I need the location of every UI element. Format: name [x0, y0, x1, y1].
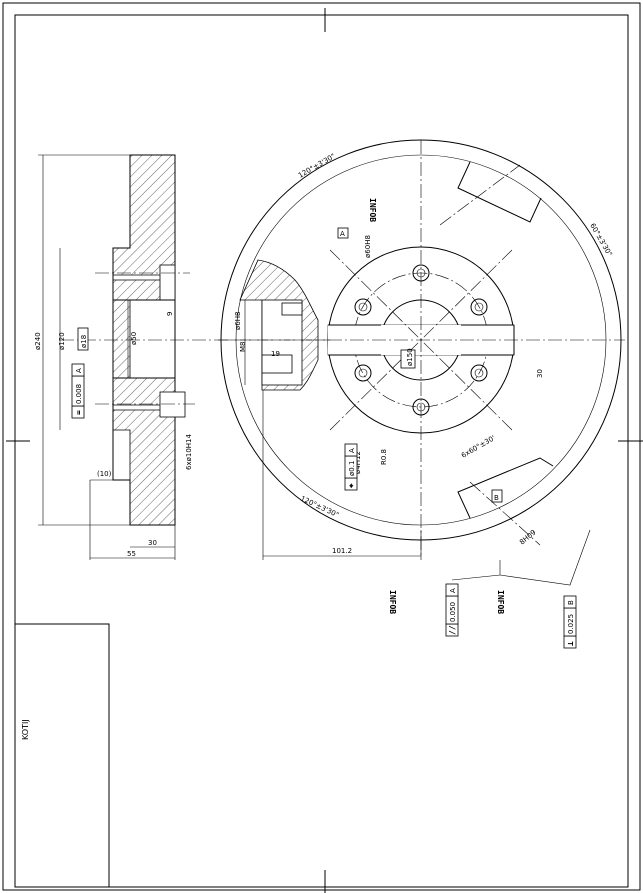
- dim-len10: (10): [97, 470, 112, 478]
- note-infob-1: INFOB: [368, 198, 377, 222]
- dim-d18: ø18: [80, 335, 88, 348]
- position-value: ø0.1: [348, 461, 356, 476]
- position-symbol: ⌖: [347, 483, 356, 489]
- perp-value: 0.025: [567, 614, 575, 634]
- dim-d120: ø120: [58, 332, 66, 350]
- dim-d240: ø240: [34, 332, 42, 350]
- flatness-frame: = 0.008 A: [71, 363, 85, 419]
- dim-d4h12: ø4H12: [354, 451, 362, 474]
- position-datum: A: [348, 448, 356, 453]
- dim-ang-bottom: 120°±3'30": [299, 495, 340, 520]
- dim-ang-small: 6x60°±30': [460, 434, 497, 460]
- datum-b: B: [494, 494, 499, 502]
- dim-r08: R0.8: [380, 449, 388, 465]
- dim-len55: 55: [127, 550, 136, 558]
- parallel-datum: A: [449, 588, 457, 593]
- flatness-value: 0.008: [75, 384, 83, 404]
- dim-len101: 101.2: [332, 547, 352, 555]
- dim-d50: ø50: [130, 332, 138, 345]
- front-view: ø150 120°±3'30" 60°±3'30" 120°±3'30" 6x6…: [218, 139, 625, 586]
- dim-len30: 30: [148, 539, 157, 547]
- datum-a: A: [340, 230, 345, 238]
- note-infob-2: INFOB: [388, 590, 397, 614]
- flatness-datum: A: [75, 368, 83, 373]
- dim-d6h8: ø6H8: [234, 312, 242, 330]
- dim-d150: ø150: [406, 348, 414, 366]
- dim-m8: M8: [239, 342, 247, 353]
- flatness-symbol: =: [74, 410, 83, 415]
- parallel-tol-frame: // 0.050 A: [445, 583, 459, 637]
- parallel-symbol: //: [448, 625, 457, 635]
- dim-len30: 30: [536, 369, 544, 378]
- perp-symbol: ⊥: [566, 641, 575, 646]
- parallel-value: 0.050: [449, 602, 457, 622]
- position-tol-frame: ⌖ ø0.1 A: [344, 443, 358, 491]
- dim-d60h8: ø60H8: [364, 235, 372, 258]
- perp-datum: B: [567, 600, 575, 605]
- note-infob-3: INFOB: [496, 590, 505, 614]
- title-block-text: KOTIJ: [21, 719, 30, 740]
- dim-slot: 8H09: [518, 528, 537, 546]
- perp-tol-frame: ⊥ 0.025 B: [563, 595, 577, 649]
- dim-len19: 19: [271, 350, 280, 358]
- title-block: KOTIJ: [14, 623, 110, 888]
- side-section-view: ø240 ø120 ø50 ø18 9 6xø10H14 (10) 30 55 …: [34, 154, 230, 560]
- dim-ang-top: 120°±3'30": [297, 152, 337, 180]
- dim-small9: 9: [166, 312, 174, 316]
- dim-thread: 6xø10H14: [185, 433, 193, 470]
